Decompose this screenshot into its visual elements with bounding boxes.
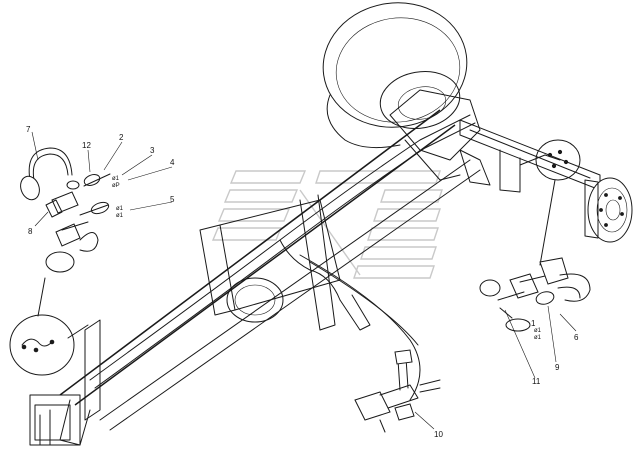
callout-10: 10 (434, 430, 443, 439)
mark-c1: ø1 (534, 328, 542, 334)
callout-2: 2 (119, 133, 124, 142)
axle (459, 119, 633, 243)
callout-5: 5 (170, 195, 175, 204)
callout-8: 8 (28, 227, 33, 236)
callout-11: 11 (532, 377, 541, 386)
watermark-logo (211, 170, 443, 279)
callout-6: 6 (574, 333, 579, 342)
callout-4: 4 (170, 158, 175, 167)
leader-lines (31, 131, 577, 430)
axle-coupler-circle (535, 139, 581, 266)
right-coupler-detail (479, 257, 591, 332)
mark-b2: ø1 (116, 213, 124, 219)
callout-12: 12 (82, 141, 91, 150)
tire (322, 2, 468, 149)
hydraulic-hoses (89, 114, 561, 401)
callout-9: 9 (555, 363, 560, 372)
mark-b1: ø1 (116, 206, 124, 212)
left-detail-circle (9, 277, 89, 376)
drawbar-frame (29, 89, 481, 446)
callout-7: 7 (26, 125, 31, 134)
left-coupler-detail (20, 147, 111, 273)
callout-3: 3 (150, 146, 155, 155)
fitting-marks: ø1 øP ø1 ø1 ø1 ø1 (112, 176, 542, 341)
valve-block (354, 349, 441, 433)
mark-a2: øP (112, 183, 120, 189)
mark-a1: ø1 (112, 176, 120, 182)
mark-c2: ø1 (534, 335, 542, 341)
callout-numbers: 7 12 2 3 4 5 8 6 1 9 11 10 (26, 125, 579, 439)
callout-1: 1 (531, 319, 536, 328)
